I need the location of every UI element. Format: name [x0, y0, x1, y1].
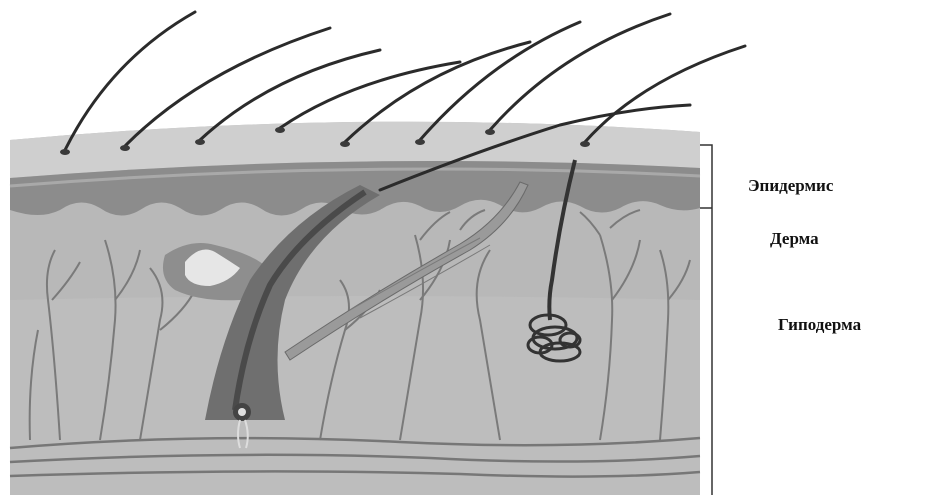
label-hypodermis: Гиподерма — [778, 315, 861, 335]
label-epidermis: Эпидермис — [748, 176, 833, 196]
label-dermis: Дерма — [770, 229, 819, 249]
hair-papilla — [238, 408, 246, 416]
layer-bracket — [700, 145, 712, 495]
